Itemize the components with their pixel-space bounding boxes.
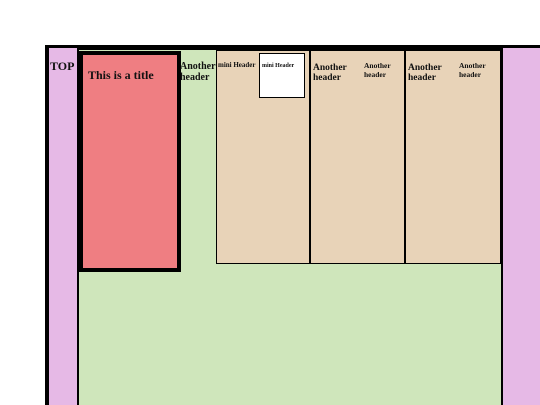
mini-header-box: mini Header	[259, 53, 305, 98]
panel-3-subheader-line-1: Another	[459, 61, 486, 70]
tan-panel-2	[310, 50, 405, 264]
panel-3-header-line-1: Another	[408, 63, 442, 73]
page-title: This is a title	[88, 68, 154, 82]
green-area-header: Another header	[180, 61, 216, 83]
mini-header-label: mini Header	[218, 61, 256, 69]
panel-3-subheader-line-2: header	[459, 70, 482, 79]
panel-2-header-line-1: Another	[313, 63, 347, 73]
panel-3-subheader: Another header	[459, 61, 486, 79]
panel-3-header-line-2: header	[408, 73, 436, 83]
mini-header-box-label: mini Header	[262, 63, 295, 69]
title-panel: This is a title	[79, 51, 181, 272]
right-sidebar-strip	[503, 48, 540, 405]
tan-panel-3	[405, 50, 501, 264]
panel-2-header: Another header	[313, 63, 347, 83]
green-area-header-line-1: Another	[180, 61, 216, 72]
panel-3-header: Another header	[408, 63, 442, 83]
panel-2-subheader-line-2: header	[364, 70, 387, 79]
panel-2-subheader-line-1: Another	[364, 61, 391, 70]
panel-2-header-line-2: header	[313, 73, 341, 83]
panel-2-subheader: Another header	[364, 61, 391, 79]
top-label: TOP	[50, 59, 75, 73]
green-area-header-line-2: header	[180, 72, 210, 83]
left-sidebar-strip	[49, 48, 77, 405]
